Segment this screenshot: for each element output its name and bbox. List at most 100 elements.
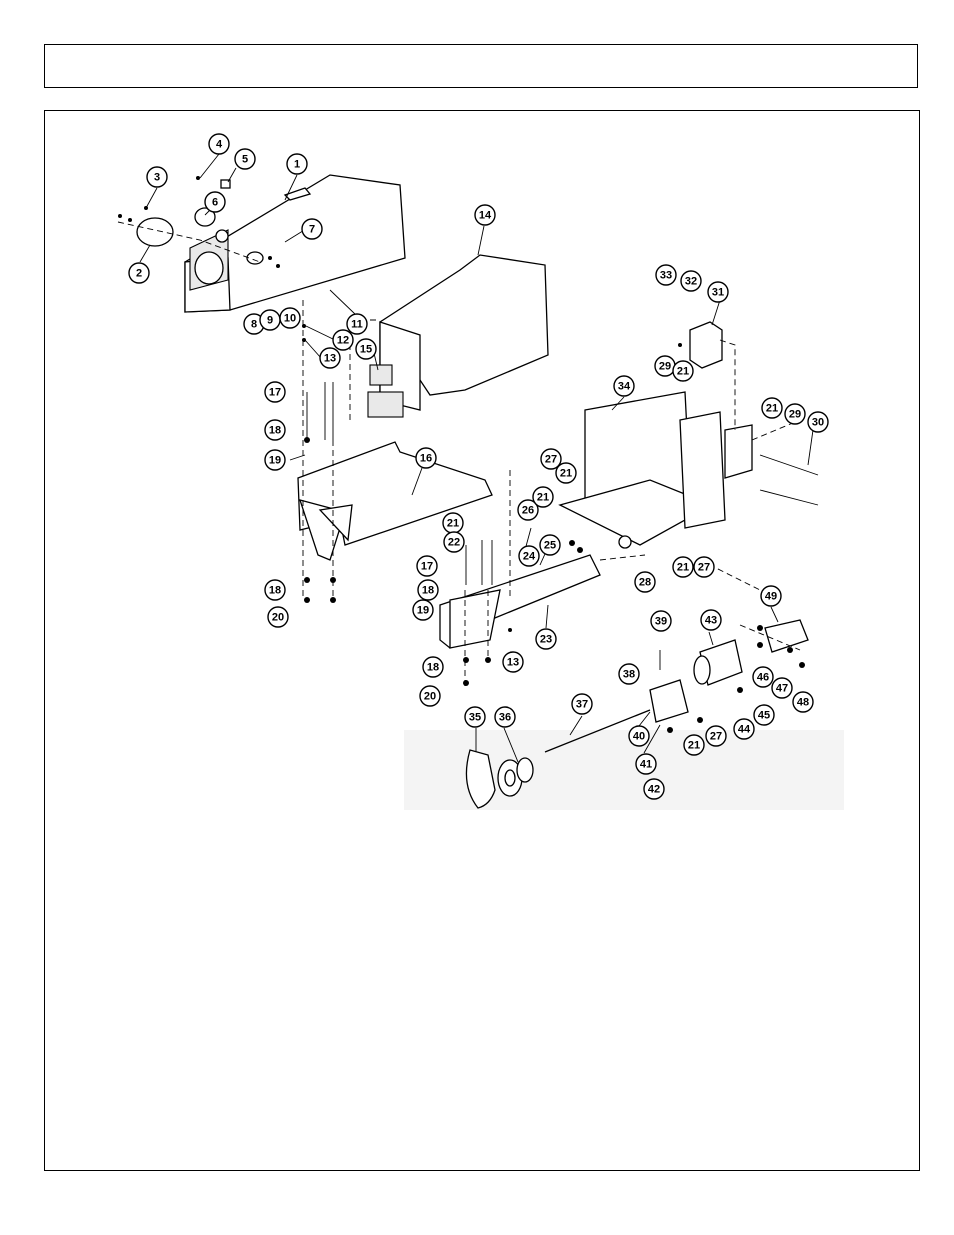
- callout-27: 27: [706, 726, 726, 746]
- callout-label: 21: [688, 740, 700, 752]
- cap-parts: [137, 180, 230, 246]
- callout-label: 29: [789, 409, 801, 421]
- callout-17: 17: [417, 556, 437, 576]
- pump-plate: [650, 680, 688, 722]
- callout-47: 47: [772, 678, 792, 698]
- callout-label: 21: [677, 366, 689, 378]
- callout-label: 29: [659, 361, 671, 373]
- callout-21: 21: [533, 487, 553, 507]
- callout-label: 34: [618, 381, 631, 393]
- callout-label: 16: [420, 453, 432, 465]
- callout-32: 32: [681, 271, 701, 291]
- callout-label: 8: [251, 319, 257, 331]
- callout-20: 20: [268, 607, 288, 627]
- callout-18: 18: [423, 657, 443, 677]
- callout-23: 23: [536, 629, 556, 649]
- callout-label: 39: [655, 616, 667, 628]
- callout-label: 21: [537, 492, 549, 504]
- callout-label: 36: [499, 712, 511, 724]
- callout-18: 18: [265, 420, 285, 440]
- callout-label: 46: [757, 672, 769, 684]
- shield: [368, 255, 548, 417]
- callout-label: 30: [812, 417, 824, 429]
- callout-label: 23: [540, 634, 552, 646]
- callout-label: 44: [738, 724, 751, 736]
- callout-label: 19: [417, 605, 429, 617]
- callout-42: 42: [644, 779, 664, 799]
- callout-label: 21: [447, 518, 459, 530]
- callout-label: 37: [576, 699, 588, 711]
- callout-label: 20: [424, 691, 436, 703]
- callout-12: 12: [333, 330, 353, 350]
- callout-label: 18: [269, 425, 281, 437]
- callout-label: 13: [324, 353, 336, 365]
- callout-10: 10: [280, 308, 300, 328]
- callout-label: 18: [422, 585, 434, 597]
- callout-label: 17: [269, 387, 281, 399]
- callout-label: 11: [351, 319, 363, 331]
- callout-label: 48: [797, 697, 809, 709]
- callout-label: 18: [269, 585, 281, 597]
- callout-label: 17: [421, 561, 433, 573]
- callout-2: 2: [129, 263, 149, 283]
- callout-label: 35: [469, 712, 481, 724]
- callout-label: 26: [522, 505, 534, 517]
- callout-label: 6: [212, 197, 218, 209]
- callout-19: 19: [265, 450, 285, 470]
- callout-label: 15: [360, 344, 372, 356]
- callout-label: 14: [479, 210, 492, 222]
- callout-14: 14: [475, 205, 495, 225]
- callout-15: 15: [356, 339, 376, 359]
- callout-19: 19: [413, 600, 433, 620]
- callout-label: 27: [698, 562, 710, 574]
- callout-1: 1: [287, 154, 307, 174]
- callout-label: 49: [765, 591, 777, 603]
- bracket-plate: [560, 392, 752, 548]
- support-arm: [440, 555, 600, 648]
- callout-40: 40: [629, 726, 649, 746]
- callout-label: 19: [269, 455, 281, 467]
- callout-17: 17: [265, 382, 285, 402]
- callout-39: 39: [651, 611, 671, 631]
- callout-31: 31: [708, 282, 728, 302]
- callout-22: 22: [444, 532, 464, 552]
- callout-21: 21: [673, 557, 693, 577]
- callout-41: 41: [636, 754, 656, 774]
- callout-label: 13: [507, 657, 519, 669]
- callout-46: 46: [753, 667, 773, 687]
- callout-label: 10: [284, 313, 296, 325]
- callout-label: 25: [544, 540, 556, 552]
- callout-37: 37: [572, 694, 592, 714]
- callout-45: 45: [754, 705, 774, 725]
- callout-label: 32: [685, 276, 697, 288]
- callout-label: 3: [154, 172, 160, 184]
- callout-21: 21: [684, 735, 704, 755]
- callout-label: 33: [660, 270, 672, 282]
- callout-21: 21: [556, 463, 576, 483]
- callout-29: 29: [655, 356, 675, 376]
- callout-13: 13: [320, 348, 340, 368]
- callout-label: 4: [216, 139, 223, 151]
- callout-34: 34: [614, 376, 634, 396]
- callout-label: 38: [623, 669, 635, 681]
- callout-label: 28: [639, 577, 651, 589]
- callout-label: 5: [242, 154, 248, 166]
- callout-label: 2: [136, 268, 142, 280]
- callout-35: 35: [465, 707, 485, 727]
- callout-label: 21: [560, 468, 572, 480]
- callout-21: 21: [443, 513, 463, 533]
- callout-label: 42: [648, 784, 660, 796]
- callout-49: 49: [761, 586, 781, 606]
- callout-25: 25: [540, 535, 560, 555]
- callout-label: 41: [640, 759, 652, 771]
- callout-label: 43: [705, 615, 717, 627]
- callout-33: 33: [656, 265, 676, 285]
- callout-label: 21: [766, 403, 778, 415]
- callout-label: 21: [677, 562, 689, 574]
- callout-16: 16: [416, 448, 436, 468]
- callout-21: 21: [762, 398, 782, 418]
- callout-24: 24: [519, 546, 539, 566]
- callout-label: 7: [309, 224, 315, 236]
- callout-36: 36: [495, 707, 515, 727]
- callout-18: 18: [418, 580, 438, 600]
